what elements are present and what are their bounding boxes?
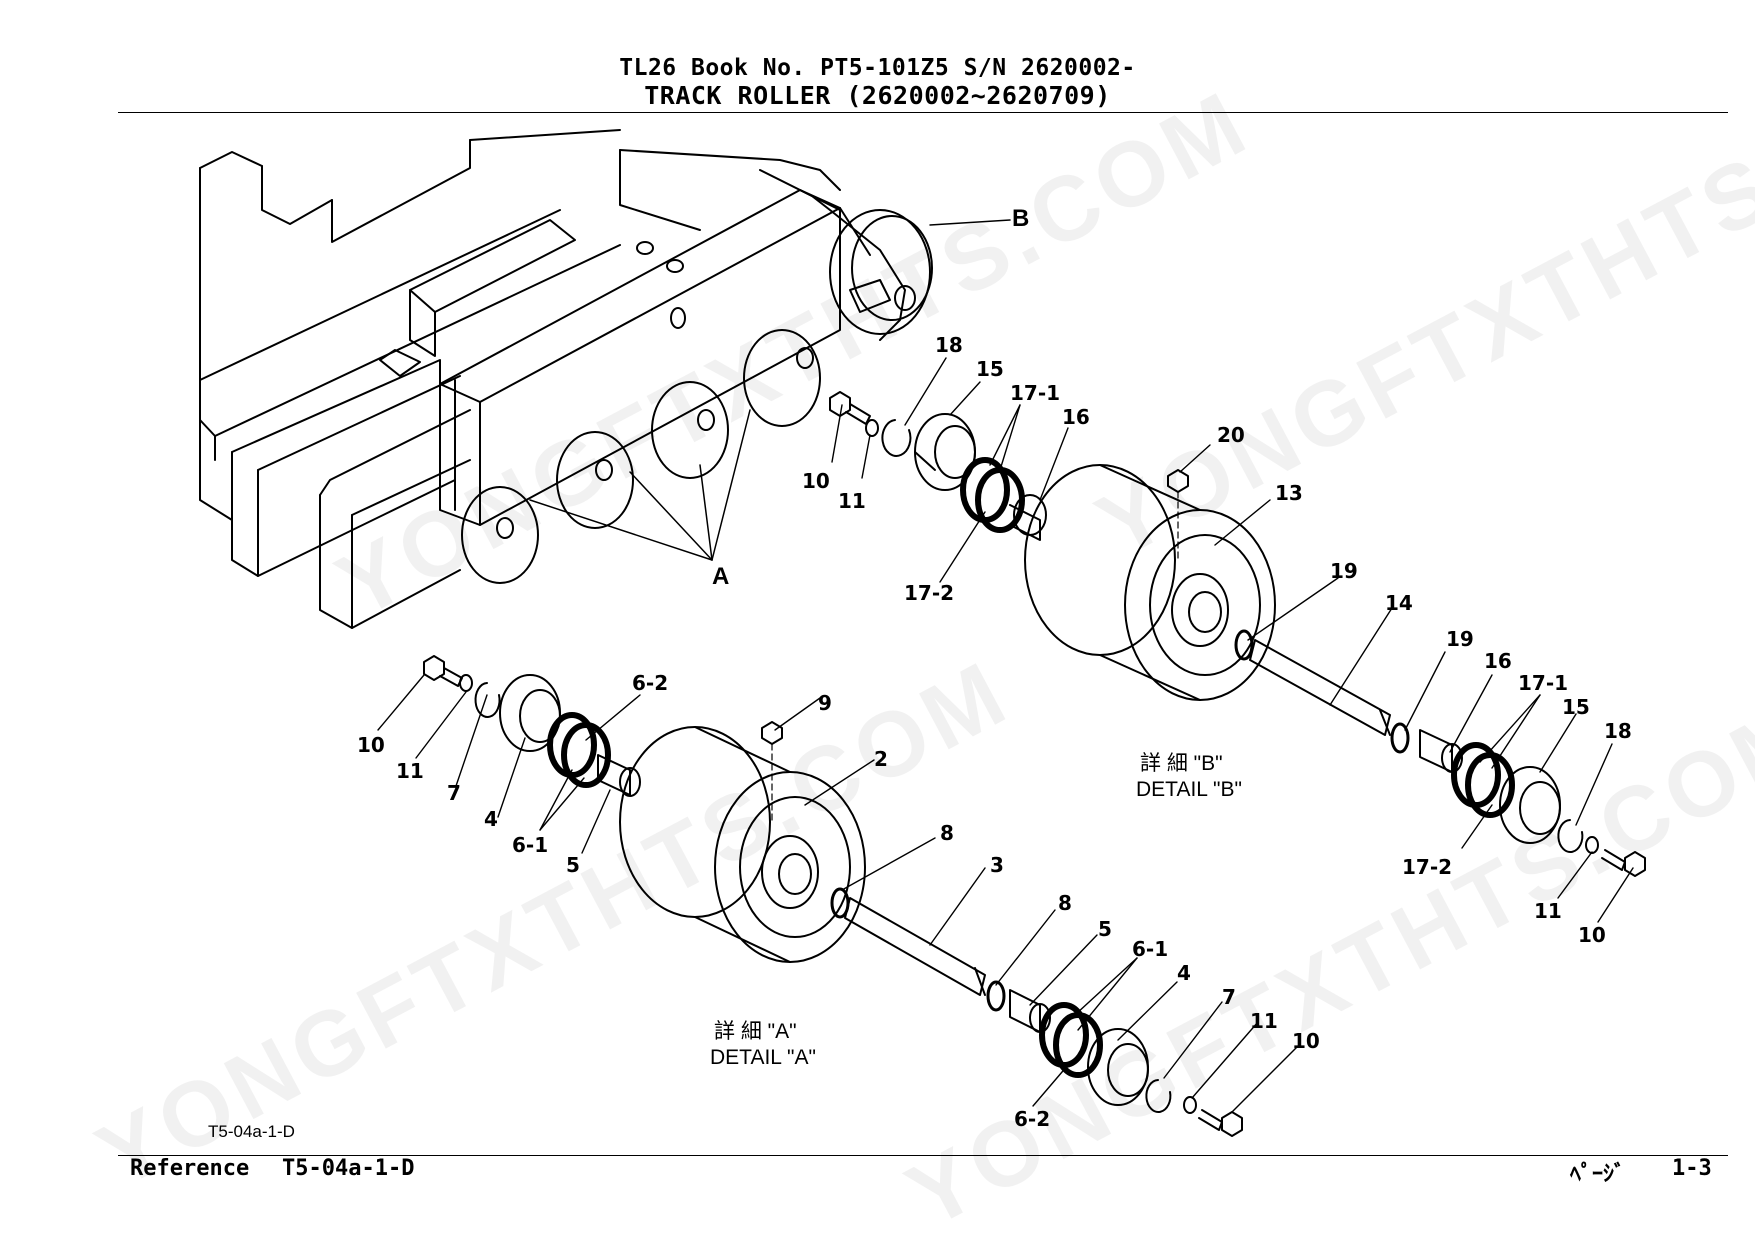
callout-label: 17-2	[904, 581, 954, 605]
callout-label: 17-1	[1518, 671, 1568, 695]
view-letter-a: A	[712, 563, 729, 590]
callout-label: 17-2	[1402, 855, 1452, 879]
track-frame-drawing	[199, 129, 906, 629]
callouts-detail-b: 18 15 17-1 16 20 10 11 17-2 13 19 14 19 …	[802, 333, 1632, 947]
callout-label: 11	[838, 489, 866, 513]
frame-rollers-a	[461, 329, 821, 584]
callout-label: 7	[1222, 985, 1236, 1009]
callout-label: 17-1	[1010, 381, 1060, 405]
callout-label: 15	[1562, 695, 1590, 719]
callout-label: 6-1	[1132, 937, 1168, 961]
header-book-info: TL26 Book No. PT5-101Z5 S/N 2620002-	[619, 55, 1136, 81]
detail-b-jp: 詳 細 "B"	[1140, 752, 1223, 775]
callout-label: 10	[1578, 923, 1606, 947]
callout-label: 16	[1484, 649, 1512, 673]
reference-code: T5-04a-1-D	[282, 1156, 415, 1181]
watermark-text: YONGFTXTHTS.COM	[892, 681, 1755, 1240]
callout-label: 11	[1250, 1009, 1278, 1033]
header-rule	[118, 112, 1728, 113]
callout-label: 4	[1177, 961, 1191, 985]
callout-label: 20	[1217, 423, 1245, 447]
callouts-detail-a: 10 11 7 4 6-2 9 2 6-1 5 8 3 8 5 6-1 4 7 …	[357, 671, 1320, 1131]
callout-label: 6-1	[512, 833, 548, 857]
callout-label: 9	[818, 691, 832, 715]
callout-label: 11	[396, 759, 424, 783]
callout-label: 19	[1330, 559, 1358, 583]
detail-b-parts	[829, 391, 1646, 877]
callout-label: 19	[1446, 627, 1474, 651]
drawing-code: T5-04a-1-D	[208, 1122, 295, 1141]
page-number: 1-3	[1672, 1156, 1712, 1181]
callout-label: 10	[1292, 1029, 1320, 1053]
callout-label: 18	[1604, 719, 1632, 743]
callout-label: 2	[874, 747, 888, 771]
footer-rule	[118, 1155, 1728, 1156]
callout-label: 11	[1534, 899, 1562, 923]
callout-label: 3	[990, 853, 1004, 877]
callout-label: 5	[566, 853, 580, 877]
detail-a-en: DETAIL "A"	[710, 1046, 816, 1069]
detail-a-jp: 詳 細 "A"	[714, 1020, 797, 1043]
frame-roller-b	[829, 209, 933, 335]
detail-b-en: DETAIL "B"	[1136, 778, 1242, 801]
view-leaders	[529, 219, 1011, 561]
callout-label: 14	[1385, 591, 1413, 615]
page-label: ﾍﾟｰｼﾞ	[1570, 1162, 1626, 1187]
view-letter-b: B	[1012, 205, 1029, 232]
callout-label: 10	[802, 469, 830, 493]
watermark-group: YONGFTXTHTS.COM YONGFTXTHTS.COM YONGFTXT…	[82, 11, 1755, 1240]
callout-label: 10	[357, 733, 385, 757]
callout-label: 15	[976, 357, 1004, 381]
callout-label: 6-2	[1014, 1107, 1050, 1131]
reference-label: Reference	[130, 1156, 250, 1181]
callout-label: 16	[1062, 405, 1090, 429]
callout-label: 5	[1098, 917, 1112, 941]
detail-a-parts	[423, 655, 1243, 1137]
callout-label: 18	[935, 333, 963, 357]
callout-label: 6-2	[632, 671, 668, 695]
callout-label: 7	[447, 781, 461, 805]
callout-label: 13	[1275, 481, 1303, 505]
header-title: TRACK ROLLER (2620002~2620709)	[644, 81, 1111, 110]
callout-label: 8	[940, 821, 954, 845]
callout-label: 8	[1058, 891, 1072, 915]
callout-leaders	[377, 357, 1634, 1113]
callout-label: 4	[484, 807, 498, 831]
